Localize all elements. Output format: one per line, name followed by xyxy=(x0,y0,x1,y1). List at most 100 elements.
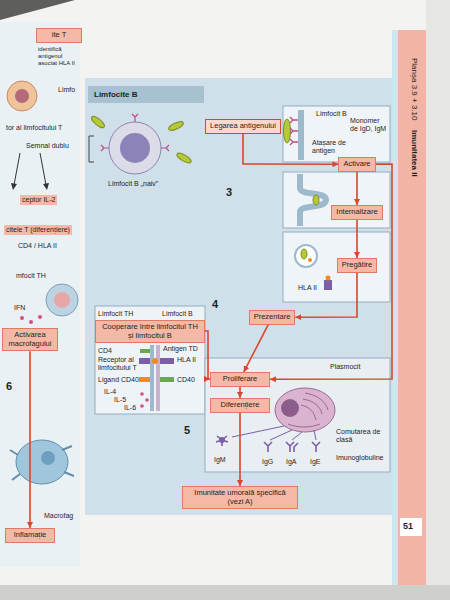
box-text: Prezentare xyxy=(254,313,291,322)
section-header: ite T xyxy=(36,28,82,43)
t-cell-receptor xyxy=(139,358,150,364)
interleukin-dot xyxy=(140,404,144,408)
page-shadow xyxy=(0,585,450,600)
inset-frame xyxy=(95,306,205,414)
t-cell xyxy=(7,81,37,111)
ige-antibody xyxy=(312,442,320,452)
antibody-monomer xyxy=(290,117,298,145)
part-label: Limfo xyxy=(58,86,75,94)
part-label: CD40 xyxy=(177,376,195,384)
band-title: Imunitatea II xyxy=(410,130,419,177)
part-label: IL-5 xyxy=(114,396,126,404)
arrow-head xyxy=(43,183,49,190)
cd4-molecule xyxy=(140,349,150,353)
background-corner xyxy=(0,0,75,20)
part-label: Limfocit B xyxy=(162,310,193,318)
t-cell-membrane xyxy=(150,345,154,411)
plasmocyte xyxy=(275,388,335,432)
process-box: Cooperare între limfocitul TH și limfoci… xyxy=(95,320,205,343)
connector-arrow xyxy=(356,220,358,258)
iga-antibody xyxy=(286,442,298,452)
panel-ground xyxy=(85,78,395,515)
result-box: Imunitate umorală specifică (vezi A) xyxy=(182,486,298,509)
part-label: IgM xyxy=(214,456,226,464)
inset-frame xyxy=(205,358,390,472)
process-box: Legarea antigenului xyxy=(205,119,281,134)
antigen-bacterium xyxy=(90,115,106,130)
cd40-molecule xyxy=(160,377,174,382)
part-label: Limfocit TH xyxy=(98,310,133,318)
arrow-head xyxy=(11,183,17,190)
antigen xyxy=(313,195,319,205)
antigen xyxy=(284,119,291,143)
naive-b-cell xyxy=(89,114,192,174)
macrophage xyxy=(16,440,68,484)
part-label: citele T (diferențiere) xyxy=(4,225,72,235)
part-label: Imunoglobuline xyxy=(336,454,383,462)
cell-nucleus xyxy=(15,89,29,103)
peptide xyxy=(326,276,331,281)
part-label: Receptor al limfocitului T xyxy=(98,356,138,372)
part-label: IL-6 xyxy=(124,404,136,412)
cell-membrane xyxy=(298,110,304,160)
part-label: IgG xyxy=(262,458,273,466)
process-box: Inflamație xyxy=(5,528,55,543)
interleukin-dot xyxy=(140,392,144,396)
antigen-bacterium xyxy=(167,120,184,132)
part-label: Monomer de IgD, IgM xyxy=(350,117,388,133)
box-text: Proliferare xyxy=(215,375,265,384)
interleukin-dot xyxy=(145,398,149,402)
part-label: CD4 / HLA II xyxy=(18,242,57,250)
peptide xyxy=(308,258,312,262)
inset-internalization xyxy=(283,172,390,228)
connector-arrow xyxy=(239,387,241,398)
cd40-ligand xyxy=(139,377,150,382)
b-cell-membrane xyxy=(156,345,160,411)
part-label: IFN xyxy=(14,304,25,312)
band-title: Planșa 3.9 + 3.10 xyxy=(410,58,419,121)
part-label: identifică antigenul asociat HLA II xyxy=(38,46,80,67)
secretion-line xyxy=(232,426,316,440)
callout-number: 5 xyxy=(184,424,190,437)
cell-nucleus xyxy=(120,133,150,163)
process-box: Diferențiere xyxy=(210,398,270,413)
callout-number: 3 xyxy=(226,186,232,199)
part-label: HLA II xyxy=(177,356,196,364)
page-number-ground xyxy=(400,518,422,536)
inset-processing xyxy=(283,232,390,302)
part-label: Comutarea de clasă xyxy=(336,428,384,444)
box-text: ite T xyxy=(41,31,77,40)
box-text: Legarea antigenului xyxy=(210,122,276,131)
bracket xyxy=(89,136,94,162)
part-label: Limfocit B „naiv” xyxy=(108,180,158,188)
inset-frame xyxy=(283,172,390,228)
part-label: Ligand CD40 xyxy=(98,376,139,384)
part-label: CD4 xyxy=(98,347,112,355)
process-box: Prezentare xyxy=(249,310,296,325)
part-label: IgE xyxy=(310,458,321,466)
box-text: Inflamație xyxy=(10,531,50,540)
part-label: mfocit TH xyxy=(16,272,46,280)
box-text: Pregătire xyxy=(342,261,372,270)
inset-cooperation xyxy=(95,306,205,414)
connector-arrow xyxy=(29,351,31,528)
panel-header: Limfocite B xyxy=(88,86,204,103)
ifn-dot xyxy=(20,316,24,320)
left-panel xyxy=(0,22,80,567)
antigen xyxy=(152,358,158,364)
page-number: 51 xyxy=(403,521,413,531)
inset-frame xyxy=(283,106,390,162)
cell-membrane xyxy=(300,174,326,226)
box-text: Limfocite B xyxy=(94,90,198,99)
connector-arrow xyxy=(244,325,268,372)
box-text: Activarea macrofagului xyxy=(7,331,53,348)
macrophage-pseudopod xyxy=(10,446,74,480)
part-label: Antigen TD xyxy=(163,345,198,353)
signal-line xyxy=(14,153,46,185)
box-text: Diferențiere xyxy=(215,401,265,410)
process-box: Pregătire xyxy=(337,258,377,273)
page-margin xyxy=(426,0,450,600)
panel-ground xyxy=(0,22,80,567)
hla-molecule xyxy=(324,280,332,290)
